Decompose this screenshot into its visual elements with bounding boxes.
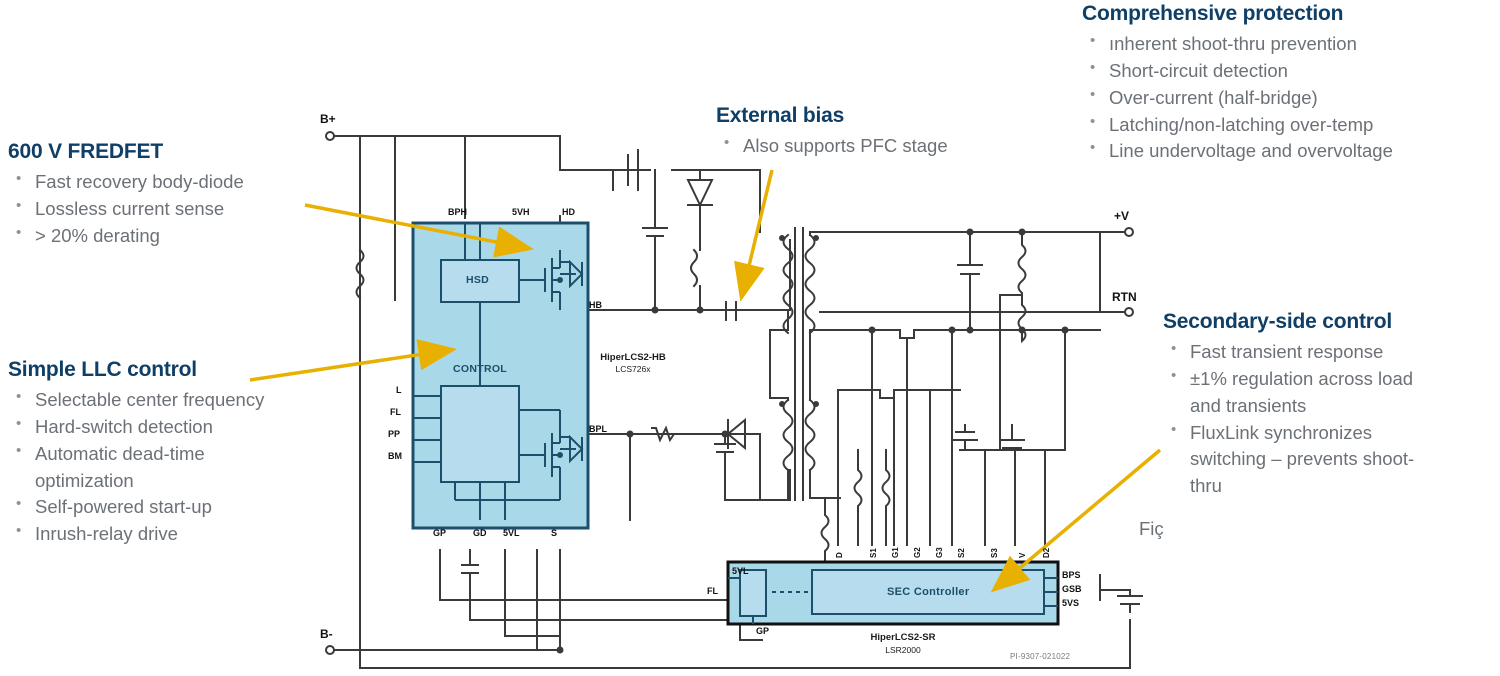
hb-part-number: LCS726x: [615, 364, 651, 374]
sr-part-name: HiperLCS2-SR: [870, 632, 936, 643]
list-item-continuation: and transients: [1190, 394, 1307, 416]
terminal-b-plus: B+: [320, 112, 336, 126]
list-item: Selectable center frequency: [8, 386, 353, 414]
callout-llc-control: Simple LLC control Selectable center fre…: [8, 358, 353, 548]
list-item-continuation: switching – prevents shoot-: [1190, 448, 1415, 470]
sec-controller-label: SEC Controller: [887, 586, 970, 598]
pin-sr-5vs: 5VS: [1062, 598, 1080, 608]
terminal-v-out: +V: [1114, 209, 1130, 223]
list-item: Inrush-relay drive: [8, 520, 353, 548]
pin-sr-gp: GP: [756, 626, 770, 636]
pin-gd: GD: [473, 528, 487, 538]
list-item: Over-current (half-bridge): [1082, 84, 1500, 112]
pin-5vh: 5VH: [512, 207, 530, 217]
list-item: Short-circuit detection: [1082, 57, 1500, 85]
list-item: Self-powered start-up: [8, 493, 353, 521]
pin-l: L: [396, 385, 402, 395]
list-item-continuation: thru: [1190, 475, 1222, 497]
callout-external-bias-title: External bias: [716, 104, 845, 127]
callout-fredfet: 600 V FREDFET Fast recovery body-diode L…: [8, 140, 338, 250]
callout-external-bias: External bias Also supports PFC stage: [716, 104, 1016, 160]
callout-secondary-title: Secondary-side control: [1163, 310, 1392, 333]
list-item: ±1% regulation across load: [1163, 365, 1500, 393]
list-item: Latching/non-latching over-temp: [1082, 111, 1500, 139]
callout-fredfet-list: Fast recovery body-diode Lossless curren…: [8, 168, 338, 250]
hb-part-name: HiperLCS2-HB: [600, 352, 666, 363]
list-item-continuation: optimization: [35, 469, 134, 491]
list-item: Hard-switch detection: [8, 413, 353, 441]
pin-pp: PP: [388, 429, 401, 439]
pin-sr-top-6: S2: [957, 548, 966, 558]
callout-llc-list: Selectable center frequency Hard-switch …: [8, 386, 353, 548]
list-item: FluxLink synchronizes: [1163, 419, 1500, 447]
list-item: Fast transient response: [1163, 338, 1500, 366]
hsd-label: HSD: [466, 274, 490, 286]
pin-sr-top-3: G1: [891, 547, 900, 558]
pin-sr-top-1: D: [835, 552, 844, 558]
callout-secondary-side: Secondary-side control Fast transient re…: [1163, 310, 1500, 500]
callout-fredfet-title: 600 V FREDFET: [8, 140, 163, 163]
list-item: Fast recovery body-diode: [8, 168, 338, 196]
callout-secondary-list: Fast transient response ±1% regulation a…: [1163, 338, 1500, 500]
pin-bph: BPH: [448, 207, 468, 217]
terminal-b-minus: B-: [320, 627, 333, 641]
callout-protection-title: Comprehensive protection: [1082, 2, 1344, 25]
terminal-rtn: RTN: [1112, 290, 1137, 304]
pin-bm: BM: [388, 451, 402, 461]
stray-text: Fiç: [1139, 518, 1164, 539]
pin-sr-fl: FL: [707, 586, 718, 596]
document-code: PI-9307-021022: [1010, 652, 1071, 661]
list-item: Lossless current sense: [8, 195, 338, 223]
callout-protection-list: ınherent shoot-thru prevention Short-cir…: [1082, 30, 1500, 165]
list-item: Automatic dead-time: [8, 440, 353, 468]
pin-sr-top-2: S1: [869, 548, 878, 558]
pin-sr-top-5: G3: [935, 547, 944, 558]
pin-s: S: [551, 528, 558, 538]
pin-bpl: BPL: [589, 424, 607, 434]
control-label: CONTROL: [453, 363, 508, 375]
list-item: > 20% derating: [8, 222, 338, 250]
callout-external-bias-list: Also supports PFC stage: [716, 132, 1016, 160]
pin-sr-top-9: D2: [1042, 547, 1051, 558]
pin-fl: FL: [390, 407, 401, 417]
list-item: ınherent shoot-thru prevention: [1082, 30, 1500, 58]
pin-sr-bps: BPS: [1062, 570, 1081, 580]
pin-sr-5vl: 5VL: [732, 566, 749, 576]
pin-sr-gsb: GSB: [1062, 584, 1082, 594]
callout-llc-title: Simple LLC control: [8, 358, 197, 381]
pin-gp: GP: [433, 528, 447, 538]
pin-sr-top-8: V: [1018, 552, 1027, 558]
list-item: Line undervoltage and overvoltage: [1082, 137, 1500, 165]
pin-sr-top-7: S3: [990, 548, 999, 558]
callout-protection: Comprehensive protection ınherent shoot-…: [1082, 2, 1500, 165]
pin-sr-top-4: G2: [913, 547, 922, 558]
pin-hb: HB: [589, 300, 602, 310]
list-item: Also supports PFC stage: [716, 132, 1016, 160]
pin-hd: HD: [562, 207, 575, 217]
sr-part-number: LSR2000: [885, 645, 921, 655]
pin-5vl: 5VL: [503, 528, 520, 538]
